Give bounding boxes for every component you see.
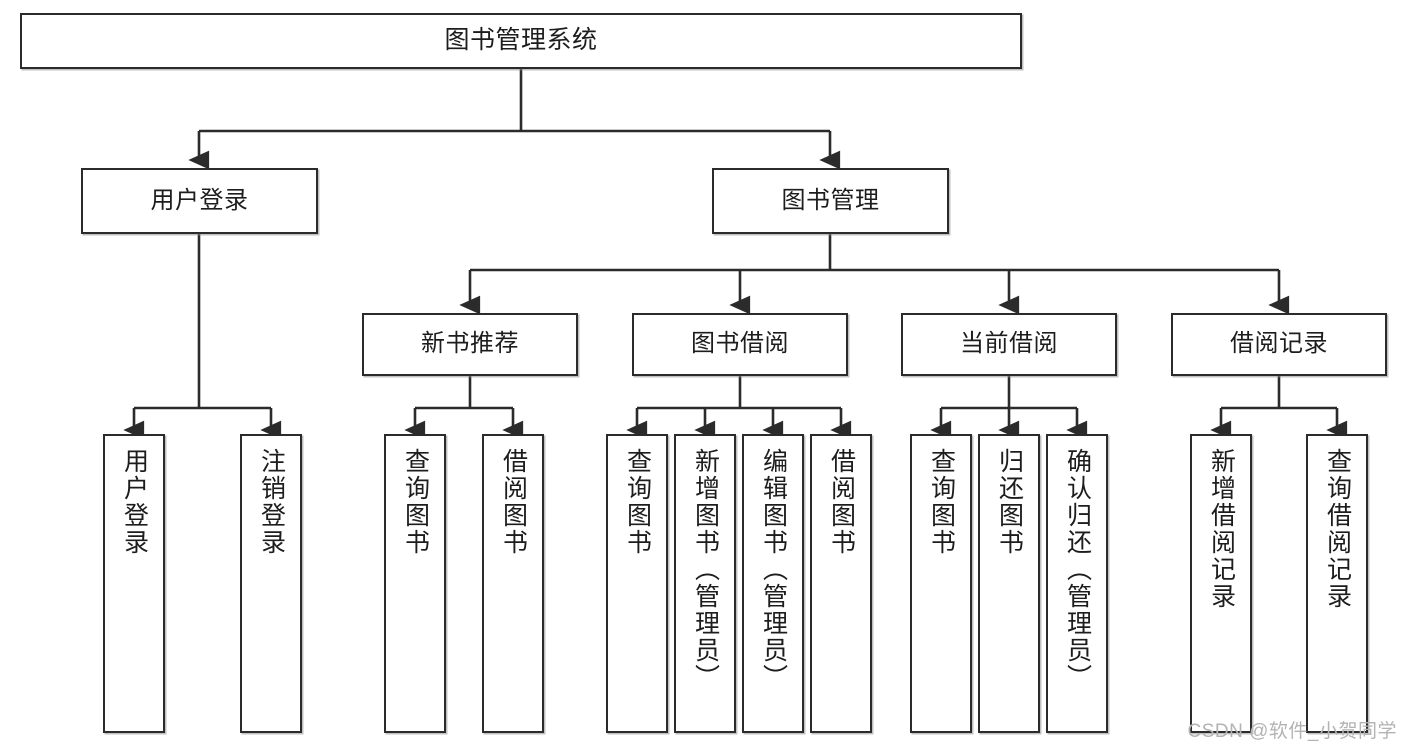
- node-current-borrow[interactable]: 当前借阅: [901, 313, 1117, 376]
- node-label: 用户登录: [120, 448, 149, 556]
- node-label: 新增图书（管理员）: [691, 448, 720, 691]
- node-label: 查询图书: [401, 448, 430, 556]
- node-label: 归还图书: [995, 448, 1024, 556]
- node-label: 当前借阅: [960, 330, 1058, 358]
- node-label: 新增借阅记录: [1207, 448, 1236, 610]
- node-label: 图书管理: [781, 186, 880, 214]
- node-label: 借阅图书: [499, 448, 528, 556]
- node-book-management[interactable]: 图书管理: [712, 168, 949, 234]
- node-label: 查询图书: [927, 448, 956, 556]
- watermark-text: CSDN @软件_小贺同学: [1187, 721, 1397, 742]
- leaf-user-login-logout[interactable]: 注销登录: [240, 434, 302, 733]
- node-new-book-recommend[interactable]: 新书推荐: [362, 313, 578, 376]
- leaf-current-confirm-return-admin[interactable]: 确认归还（管理员）: [1046, 434, 1108, 733]
- leaf-record-add-record[interactable]: 新增借阅记录: [1190, 434, 1252, 733]
- node-label: 查询图书: [623, 448, 652, 556]
- node-borrow-record[interactable]: 借阅记录: [1171, 313, 1387, 376]
- node-label: 用户登录: [150, 186, 249, 214]
- leaf-user-login-login[interactable]: 用户登录: [103, 434, 165, 733]
- leaf-borrow-query-book[interactable]: 查询图书: [606, 434, 668, 733]
- node-label: 确认归还（管理员）: [1063, 448, 1092, 691]
- leaf-borrow-edit-book-admin[interactable]: 编辑图书（管理员）: [742, 434, 804, 733]
- leaf-current-query-book[interactable]: 查询图书: [910, 434, 972, 733]
- leaf-new-book-borrow-book[interactable]: 借阅图书: [482, 434, 544, 733]
- node-label: 借阅记录: [1230, 330, 1328, 358]
- node-user-login[interactable]: 用户登录: [81, 168, 318, 234]
- leaf-borrow-borrow-book[interactable]: 借阅图书: [810, 434, 872, 733]
- leaf-new-book-query-book[interactable]: 查询图书: [384, 434, 446, 733]
- node-label: 查询借阅记录: [1323, 448, 1352, 610]
- leaf-borrow-add-book-admin[interactable]: 新增图书（管理员）: [674, 434, 736, 733]
- node-label: 借阅图书: [827, 448, 856, 556]
- leaf-current-return-book[interactable]: 归还图书: [978, 434, 1040, 733]
- node-book-borrow[interactable]: 图书借阅: [632, 313, 848, 376]
- node-label: 新书推荐: [421, 330, 519, 358]
- node-label: 注销登录: [257, 448, 286, 556]
- leaf-record-query-record[interactable]: 查询借阅记录: [1306, 434, 1368, 733]
- node-label: 图书借阅: [691, 330, 789, 358]
- node-label: 图书管理系统: [444, 26, 598, 55]
- node-root-book-management-system[interactable]: 图书管理系统: [20, 13, 1022, 69]
- node-label: 编辑图书（管理员）: [759, 448, 788, 691]
